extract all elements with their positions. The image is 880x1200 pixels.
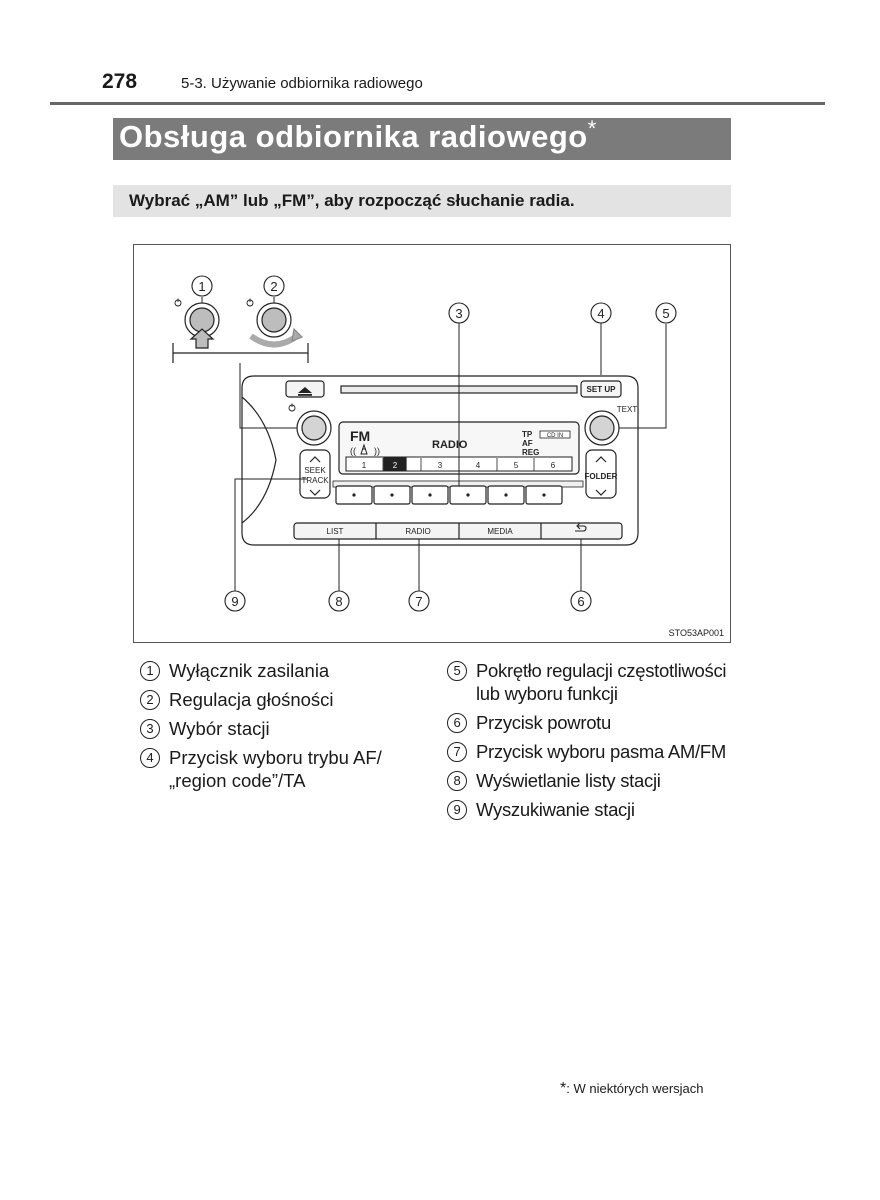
footnote-mark: * [560,1080,567,1097]
callout-7 [408,590,430,612]
chevron-up-icon [309,456,321,463]
callout-num: 8 [335,594,342,609]
callout-2 [263,275,285,297]
legend-number: 2 [140,690,160,710]
list-label: LIST [327,527,344,536]
broadcast-icon: )) [374,446,380,456]
callout-9 [224,590,246,612]
eject-icon [298,387,312,393]
legend-text: Wyświetlanie listy stacji [476,770,661,791]
legend-item: 3 Wybór stacji [140,717,390,740]
callout-4 [590,302,612,324]
setup-label: SET UP [587,385,617,394]
radio-button-label: RADIO [405,527,430,536]
display-tp: TP [522,430,533,439]
radio-figure: 1 2 3 4 5 6 7 8 9 SET UP TEXT SEEK TRACK… [133,244,731,643]
callout-1 [191,275,213,297]
callout-num: 5 [662,306,669,321]
display-af: AF [522,439,533,448]
preset-2: 2 [393,461,398,470]
radio-illustration: 1 2 3 4 5 6 7 8 9 SET UP TEXT SEEK TRACK… [172,275,677,612]
page-title: Obsługa odbiornika radiowego [119,119,588,154]
broadcast-icon: (( [350,446,356,456]
text-label: TEXT [617,405,638,414]
footnote: *: W niektórych wersjach [560,1080,704,1098]
legend-item: 2 Regulacja głośności [140,688,390,711]
legend-number: 5 [447,661,467,681]
legend-number: 9 [447,800,467,820]
preset-5: 5 [514,461,519,470]
legend-item: 7 Przycisk wyboru pasma AM/FM [447,740,737,763]
display-reg: REG [522,448,539,457]
legend-item: 8 Wyświetlanie listy stacji [447,769,737,792]
footnote-text: : W niektórych wersjach [566,1081,704,1096]
antenna-icon [360,443,368,455]
chevron-down-icon [309,489,321,496]
legend-text: Wybór stacji [169,718,270,739]
callout-6 [570,590,592,612]
legend-left: 1 Wyłącznik zasilania 2 Regulacja głośno… [140,659,390,798]
page-number: 278 [102,70,138,93]
callout-num: 1 [198,279,205,294]
instruction-bar: Wybrać „AM” lub „FM”, aby rozpocząć słuc… [113,185,731,217]
callout-num: 9 [231,594,238,609]
display-cdin: CD IN [547,433,563,439]
callout-num: 4 [597,306,604,321]
legend-text: Pokrętło regulacji częstotliwości lub wy… [476,660,727,704]
power-icon [174,298,296,412]
preset-6: 6 [551,461,556,470]
callout-num: 3 [455,306,462,321]
legend-item: 4 Przycisk wyboru trybu AF/„region code”… [140,746,390,792]
media-label: MEDIA [487,527,513,536]
legend-item: 5 Pokrętło regulacji częstotliwości lub … [447,659,737,705]
callout-8 [328,590,350,612]
legend-item: 6 Przycisk powrotu [447,711,737,734]
callout-num: 7 [415,594,422,609]
title-bar: Obsługa odbiornika radiowego* [113,116,731,160]
seek-label: SEEK [304,466,326,475]
callout-5 [655,302,677,324]
page-header: 278 5-3. Używanie odbiornika radiowego [50,66,825,105]
back-arrow-icon [575,522,587,532]
legend-text: Wyłącznik zasilania [169,660,330,681]
track-label: TRACK [301,476,329,485]
legend-text: Wyszukiwanie stacji [476,799,635,820]
legend-text: Przycisk powrotu [476,712,612,733]
title-mark: * [587,116,597,141]
preset-1: 1 [362,461,367,470]
display-band: FM [350,428,370,444]
callout-num: 6 [577,594,584,609]
legend-number: 3 [140,719,160,739]
legend-text: Regulacja głośności [169,689,334,710]
figure-id: STO53AP001 [668,628,724,638]
legend-number: 8 [447,771,467,791]
display-mode: RADIO [432,439,468,451]
legend-item: 1 Wyłącznik zasilania [140,659,390,682]
folder-label: FOLDER [585,472,618,481]
preset-4: 4 [476,461,481,470]
legend-text: Przycisk wyboru trybu AF/„region code”/T… [169,747,382,791]
legend-number: 1 [140,661,160,681]
legend-number: 6 [447,713,467,733]
legend-item: 9 Wyszukiwanie stacji [447,798,737,821]
callout-num: 2 [270,279,277,294]
legend-number: 7 [447,742,467,762]
preset-3: 3 [438,461,443,470]
legend-number: 4 [140,748,160,768]
callout-3 [448,302,470,324]
section-title: 5-3. Używanie odbiornika radiowego [181,75,423,92]
legend-right: 5 Pokrętło regulacji częstotliwości lub … [447,659,737,827]
legend-text: Przycisk wyboru pasma AM/FM [476,741,726,762]
